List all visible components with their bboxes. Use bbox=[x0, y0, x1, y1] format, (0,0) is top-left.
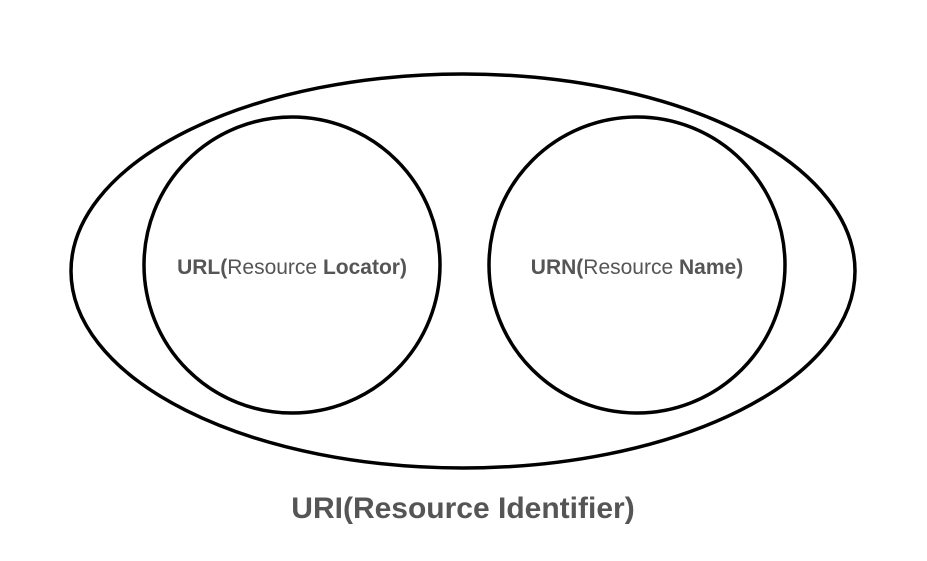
url-label: URL(Resource Locator) bbox=[177, 256, 407, 279]
urn-label: URN(Resource Name) bbox=[531, 256, 743, 279]
url-label-suffix: Locator) bbox=[323, 256, 407, 279]
urn-circle bbox=[487, 115, 787, 415]
urn-label-middle: Resource bbox=[583, 256, 679, 279]
urn-label-prefix: URN( bbox=[531, 256, 584, 279]
url-label-prefix: URL( bbox=[177, 256, 227, 279]
url-circle bbox=[142, 115, 442, 415]
uri-ellipse bbox=[69, 72, 857, 470]
urn-label-suffix: Name) bbox=[679, 256, 743, 279]
url-label-middle: Resource bbox=[227, 256, 323, 279]
uri-caption: URI(Resource Identifier) bbox=[291, 492, 634, 525]
